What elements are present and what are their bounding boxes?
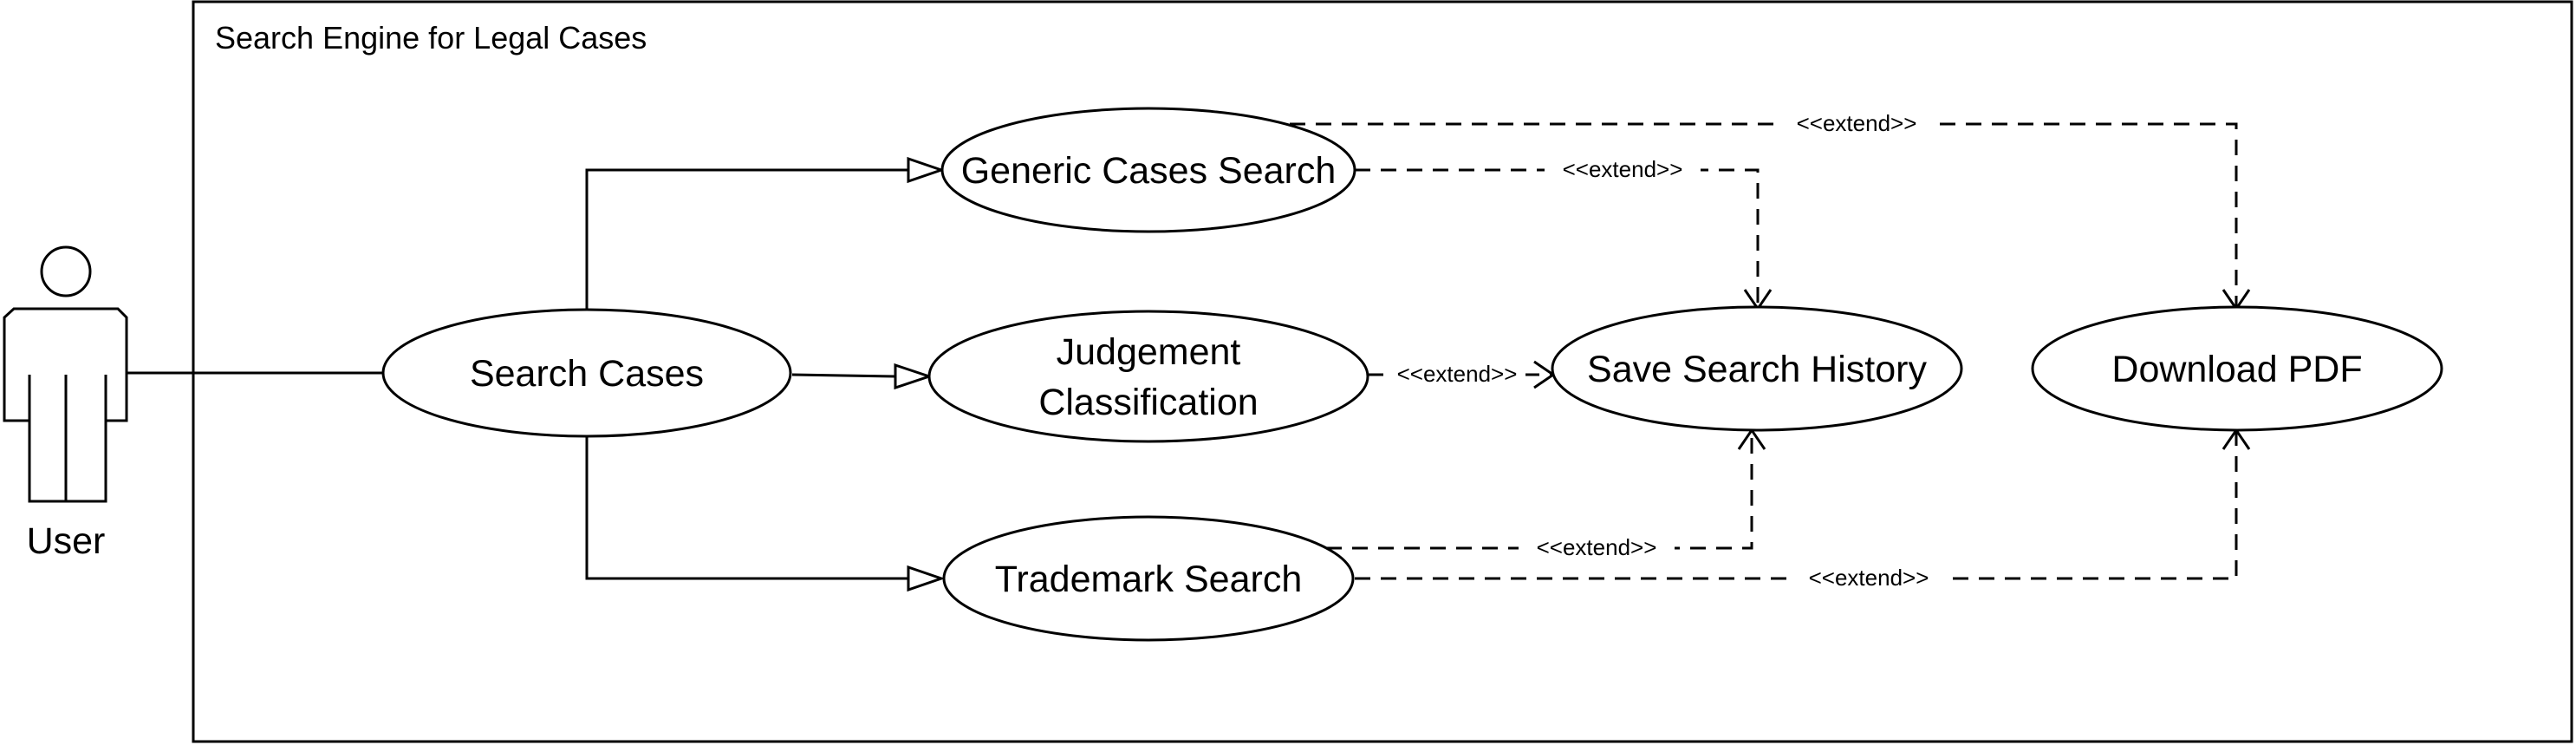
use-case-label-search-cases: Search Cases: [470, 353, 704, 395]
actor-head-icon: [40, 245, 92, 297]
use-case-label-judgement-line2: Classification: [1038, 382, 1258, 423]
extend-label-trademark-pdf: <<extend>>: [1809, 565, 1929, 591]
use-case-label-judgement-line1: Judgement: [1057, 331, 1241, 373]
actor-body-icon: [3, 307, 128, 503]
use-case-label-generic-cases-search: Generic Cases Search: [961, 150, 1337, 192]
use-case-trademark-search: Trademark Search: [942, 515, 1355, 642]
extend-trademark-to-history-line: [1326, 432, 1753, 550]
extend-generic-to-history-line: [1355, 168, 1760, 307]
use-case-generic-cases-search: Generic Cases Search: [940, 107, 1356, 233]
extend-label-trademark-history: <<extend>>: [1537, 534, 1657, 560]
use-case-label-save-search-history: Save Search History: [1587, 349, 1927, 390]
use-case-save-search-history: Save Search History: [1551, 305, 1963, 432]
generalization-to-generic: [585, 168, 908, 310]
generalization-arrowhead-generic: [907, 156, 946, 184]
extend-label-judgement-history: <<extend>>: [1397, 361, 1518, 387]
generalization-arrowhead-judgement: [894, 363, 933, 390]
actor-label: User: [27, 520, 106, 562]
system-title: Search Engine for Legal Cases: [215, 20, 647, 56]
use-case-label-trademark-search: Trademark Search: [995, 559, 1302, 600]
extend-trademark-to-pdf-line: [1355, 432, 2238, 580]
generalization-to-judgement: [791, 373, 896, 378]
use-case-label-download-pdf: Download PDF: [2111, 349, 2362, 390]
use-case-download-pdf: Download PDF: [2031, 305, 2443, 432]
user-actor: User: [3, 245, 128, 562]
extend-generic-to-pdf-line: [1290, 122, 2238, 307]
generalization-arrowhead-trademark: [907, 565, 946, 592]
use-case-judgement-classification: Judgement Classification: [927, 310, 1369, 443]
use-case-search-cases: Search Cases: [381, 308, 792, 438]
extend-label-generic-pdf: <<extend>>: [1797, 110, 1917, 136]
extend-label-generic-history: <<extend>>: [1563, 156, 1683, 182]
generalization-to-trademark: [585, 436, 908, 580]
